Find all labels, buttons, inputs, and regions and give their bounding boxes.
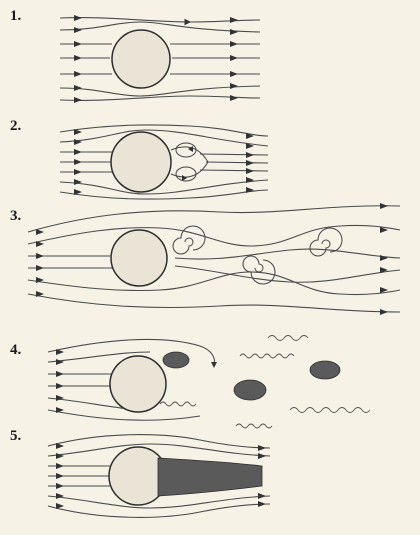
eddy-blob (234, 380, 266, 400)
cylinder (111, 230, 167, 286)
wake-region (158, 458, 262, 496)
panel-4-turbulent-shedding (48, 336, 370, 429)
panel-1-laminar-flow (60, 15, 260, 103)
panel-3-vortex-street (28, 203, 400, 315)
eddy-blob (310, 361, 340, 379)
eddy-blob (163, 352, 189, 368)
panel-2-separation-flow (60, 125, 268, 199)
panel-5-turbulent-wake (48, 435, 270, 518)
cylinder (111, 132, 171, 192)
cylinder (110, 356, 166, 412)
cylinder (112, 30, 170, 88)
